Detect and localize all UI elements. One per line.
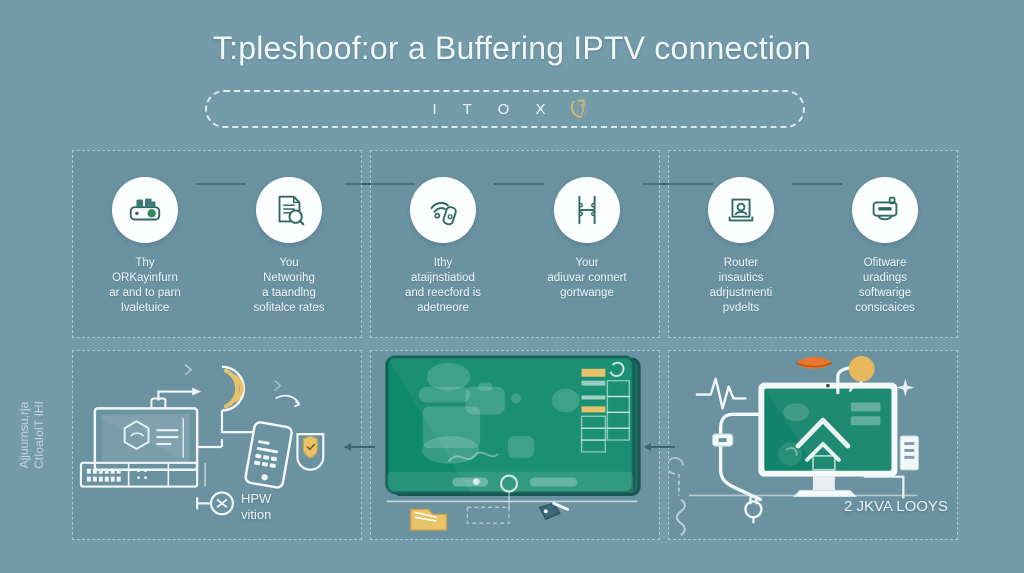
step-label: You Networihg a taandlng sofitalce rates bbox=[253, 257, 325, 314]
router-modem-icon bbox=[129, 198, 161, 221]
bandwidth-meter-icon bbox=[578, 195, 596, 225]
monitor-diagnostics-illustration: 2 JKVA LOOYS bbox=[669, 351, 957, 539]
software-update-icon bbox=[872, 196, 898, 221]
step-icon-bubble bbox=[256, 177, 322, 243]
document-search-icon bbox=[278, 195, 305, 226]
step-item-2[interactable]: You Networihg a taandlng sofitalce rates bbox=[223, 177, 355, 316]
illustration-caption-left: HPW vition bbox=[241, 491, 272, 522]
step-connector-2 bbox=[345, 183, 415, 185]
step-connector-5 bbox=[792, 183, 842, 185]
step-connector-3 bbox=[494, 183, 544, 185]
step-connector-4 bbox=[643, 183, 713, 185]
wifi-signal-icon bbox=[430, 201, 457, 226]
illustration-panel-right: 2 JKVA LOOYS bbox=[668, 350, 958, 540]
bottom-flow-arrow-2 bbox=[644, 443, 675, 451]
router-settings-icon bbox=[728, 198, 754, 222]
illustration-panel-middle bbox=[370, 350, 660, 540]
step-icon-bubble bbox=[708, 177, 774, 243]
step-item-6[interactable]: Ofitware uradings softwarige consicaices bbox=[819, 177, 951, 316]
bottom-flow-arrow-1 bbox=[344, 443, 375, 451]
step-item-1[interactable]: Thy ORKayinfurn ar and to parn Ivaletuic… bbox=[79, 177, 211, 316]
step-icon-bubble bbox=[852, 177, 918, 243]
step-item-5[interactable]: Router insautics adrjustmenti pvdelts bbox=[675, 177, 807, 316]
step-icon-bubble bbox=[554, 177, 620, 243]
steps-panel-2: Ithy ataijnstiatiod and reecford is adet… bbox=[370, 150, 660, 338]
step-icon-bubble bbox=[112, 177, 178, 243]
side-vertical-text: Ajjuurnsu,rja CtIoaIoIT IHI bbox=[17, 401, 46, 469]
steps-panel-3: Router insautics adrjustmenti pvdelts Of… bbox=[668, 150, 958, 338]
step-label: Thy ORKayinfurn ar and to parn Ivaletuic… bbox=[109, 257, 181, 314]
step-item-4[interactable]: Your adiuvar connert gortwange bbox=[521, 177, 653, 301]
step-label: Router insautics adrjustmenti pvdelts bbox=[709, 257, 773, 314]
tv-streaming-illustration bbox=[371, 351, 659, 539]
illustration-panel-left: HPW vition bbox=[72, 350, 362, 540]
illustration-caption-right: 2 JKVA LOOYS bbox=[844, 498, 948, 515]
steps-panel-1: Thy ORKayinfurn ar and to parn Ivaletuic… bbox=[72, 150, 362, 338]
step-label: Ithy ataijnstiatiod and reecford is adet… bbox=[404, 257, 482, 314]
phone-swirl-icon bbox=[571, 99, 587, 118]
subtitle-pill: I T O X bbox=[205, 90, 805, 128]
subtitle-text: I T O X bbox=[432, 100, 557, 118]
network-devices-illustration: HPW vition bbox=[73, 351, 361, 539]
step-label: Your adiuvar connert gortwange bbox=[547, 257, 627, 299]
step-label: Ofitware uradings softwarige consicaices bbox=[855, 257, 915, 314]
step-icon-bubble bbox=[410, 177, 476, 243]
step-connector-1 bbox=[196, 183, 246, 185]
page-title: T:pleshoof:or a Buffering IPTV connectio… bbox=[212, 30, 812, 66]
step-item-3[interactable]: Ithy ataijnstiatiod and reecford is adet… bbox=[377, 177, 509, 316]
